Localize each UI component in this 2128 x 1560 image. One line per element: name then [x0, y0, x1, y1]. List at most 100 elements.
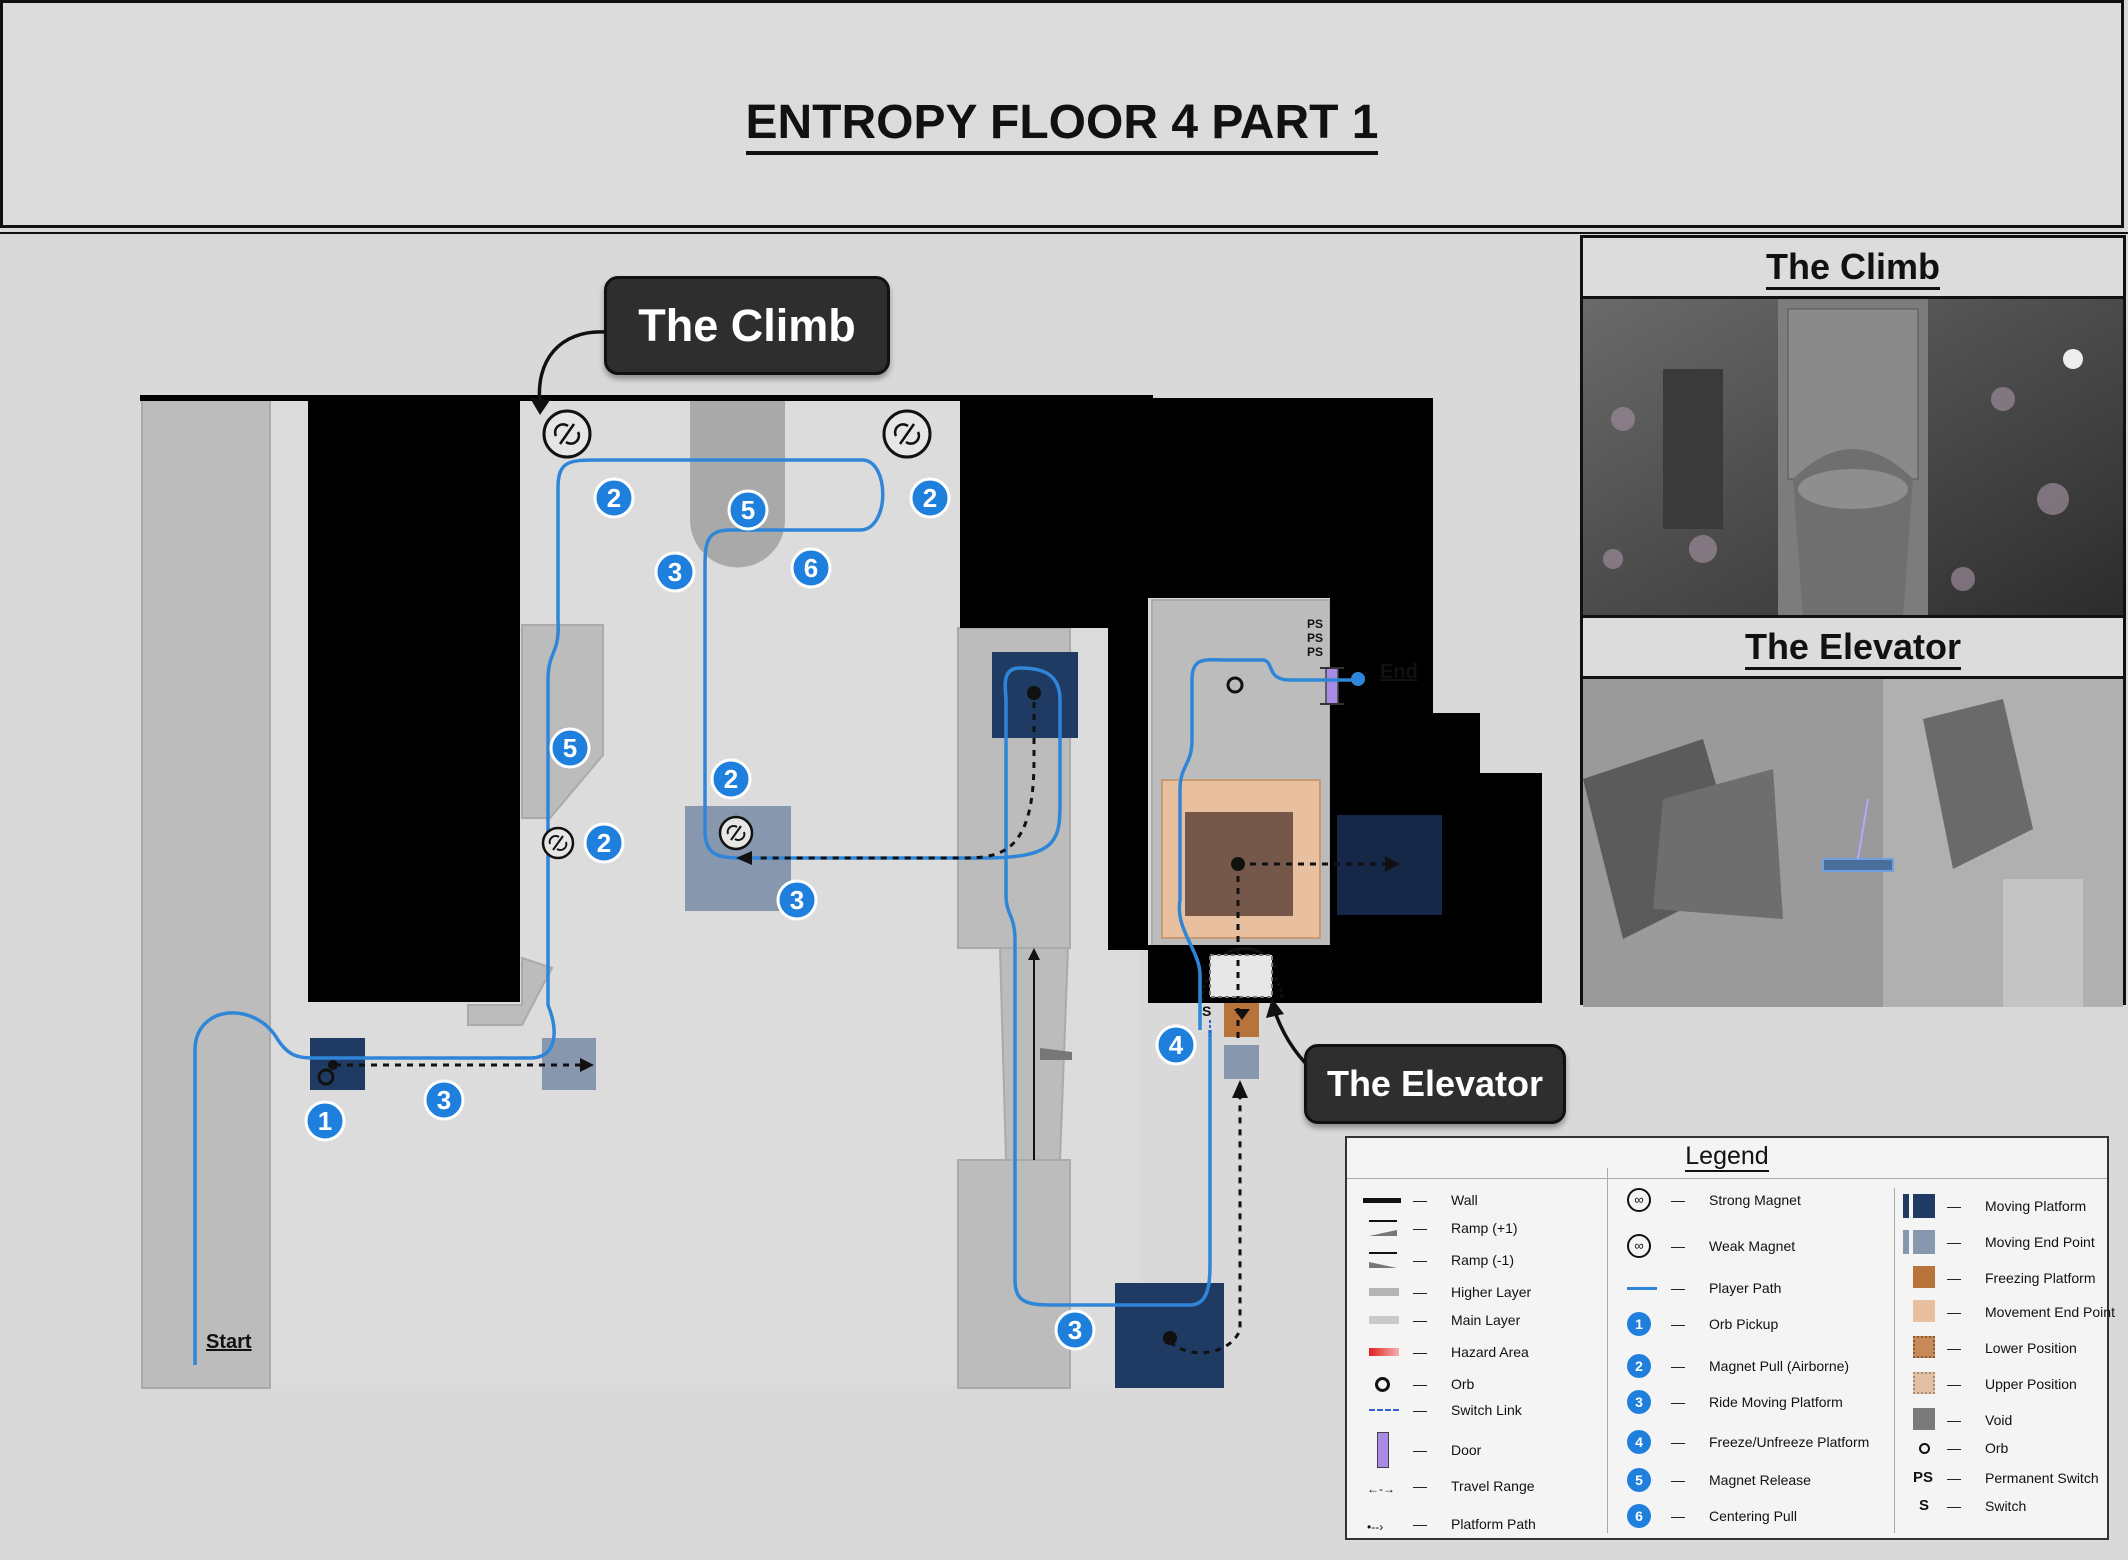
start-label: Start: [206, 1331, 252, 1353]
step-marker-number: 5: [563, 733, 577, 763]
legend-symbol: 5: [1619, 1468, 1659, 1492]
step-marker-number: 1: [318, 1106, 332, 1136]
legend-symbol: [1895, 1372, 1935, 1394]
legend-symbol: [1895, 1408, 1935, 1430]
legend-symbol: 4: [1619, 1430, 1659, 1454]
legend-label: Weak Magnet: [1709, 1238, 1796, 1254]
step-marker: 2: [593, 477, 635, 519]
climb-callout: The Climb: [604, 276, 890, 375]
legend-label: Switch Link: [1451, 1402, 1522, 1418]
step-marker-number: 3: [668, 557, 682, 587]
legend-symbol: 1: [1619, 1312, 1659, 1336]
end-door: [1325, 667, 1339, 705]
legend: Legend WallRamp (+1)Ramp (-1)Higher Laye…: [1345, 1136, 2115, 1540]
legend-label: Moving End Point: [1985, 1234, 2095, 1250]
legend-symbol: [1895, 1230, 1935, 1254]
legend-symbol: [1361, 1310, 1401, 1330]
legend-label: Movement End Point: [1985, 1304, 2115, 1320]
switch-label: S: [1202, 1003, 1211, 1019]
magnet-icon: [718, 815, 754, 851]
legend-symbol: ←-→: [1367, 1482, 1395, 1496]
step-marker-number: 4: [1169, 1030, 1184, 1060]
legend-symbol: 3: [1619, 1390, 1659, 1414]
step-marker: 1: [304, 1100, 346, 1142]
end-point: [1351, 672, 1365, 686]
legend-label: Higher Layer: [1451, 1284, 1532, 1300]
legend-label: Switch: [1985, 1498, 2027, 1514]
legend-label: Permanent Switch: [1985, 1470, 2099, 1486]
climb-panel-title: The Climb: [1583, 238, 2123, 299]
step-marker: 2: [909, 477, 951, 519]
step-marker-number: 3: [437, 1085, 451, 1115]
legend-symbol: [1619, 1278, 1659, 1298]
elevator-positions: [1200, 946, 1284, 1001]
legend-label: Freeze/Unfreeze Platform: [1709, 1434, 1870, 1450]
step-marker: 3: [1054, 1309, 1096, 1351]
legend-symbol: [1361, 1218, 1401, 1238]
legend-symbol: [1895, 1266, 1935, 1288]
elevator-screenshot: [1583, 679, 2123, 1007]
elevator-callout-text: The Elevator: [1326, 1063, 1544, 1104]
orbs: [317, 676, 1244, 1086]
step-marker: 2: [583, 822, 625, 864]
legend-label: Moving Platform: [1985, 1198, 2087, 1214]
raised-pill: [690, 400, 785, 568]
elevator-panel-title: The Elevator: [1583, 618, 2123, 679]
legend-symbol: 2: [1619, 1354, 1659, 1378]
step-marker-number: 3: [1068, 1315, 1082, 1345]
step-marker: 6: [790, 547, 832, 589]
platform-path-arrows: [328, 686, 1400, 1345]
legend-label: Ride Moving Platform: [1709, 1394, 1843, 1410]
step-marker-number: 5: [741, 495, 755, 525]
legend-label: Freezing Platform: [1985, 1270, 2096, 1286]
step-marker-number: 2: [607, 483, 621, 513]
step-marker-number: 2: [597, 828, 611, 858]
permanent-switch-label: PS: [1307, 631, 1323, 645]
magnet-icon: [541, 826, 575, 860]
legend-symbol: S: [1919, 1497, 1930, 1514]
step-marker: 5: [727, 489, 769, 531]
permanent-switch-label: PS: [1307, 617, 1323, 631]
legend-label: Centering Pull: [1709, 1508, 1797, 1524]
elevator-panel: The Elevator: [1580, 615, 2126, 1007]
orb-icon: [1919, 1443, 1930, 1454]
step-marker-number: 2: [923, 483, 937, 513]
legend-symbol: 6: [1619, 1504, 1659, 1528]
magnet-icon: ∞: [1627, 1234, 1651, 1258]
legend-symbol: ∞: [1619, 1234, 1659, 1258]
legend-symbol: [1361, 1432, 1401, 1468]
legend-symbol: [1895, 1438, 1935, 1458]
magnet-icon: [542, 409, 592, 459]
step-marker: 4: [1155, 1024, 1197, 1066]
legend-label: Orb: [1451, 1376, 1475, 1392]
legend-title: Legend: [1685, 1142, 1769, 1172]
legend-symbol: ∞: [1619, 1188, 1659, 1212]
end-label: End: [1380, 661, 1418, 683]
step-marker: 3: [776, 879, 818, 921]
legend-label: Player Path: [1709, 1280, 1782, 1296]
step-marker-number: 3: [790, 885, 804, 915]
legend-symbol: PS: [1913, 1469, 1934, 1486]
step-markers: 1 2 2 2 2 3 3 3 3 4 5 5 6: [304, 477, 1197, 1351]
legend-label: Orb Pickup: [1709, 1316, 1779, 1332]
legend-label: Magnet Release: [1709, 1472, 1811, 1488]
legend-symbol: [1361, 1250, 1401, 1270]
legend-label: Void: [1985, 1412, 2013, 1428]
step-marker: 2: [710, 758, 752, 800]
step-marker-number: 2: [724, 764, 738, 794]
legend-label: Magnet Pull (Airborne): [1709, 1358, 1850, 1374]
legend-label: Ramp (-1): [1451, 1252, 1515, 1268]
legend-symbol: [1895, 1300, 1935, 1322]
climb-screenshot: [1583, 299, 2123, 617]
legend-symbol: •--›: [1367, 1520, 1384, 1534]
legend-symbol: [1361, 1190, 1401, 1210]
climb-callout-arrow: [537, 330, 606, 406]
magnet-icon: ∞: [1627, 1188, 1651, 1212]
legend-label: Main Layer: [1451, 1312, 1521, 1328]
legend-symbol: [1361, 1282, 1401, 1302]
legend-label: Strong Magnet: [1709, 1192, 1801, 1208]
climb-callout-text: The Climb: [638, 300, 856, 351]
legend-symbol: [1895, 1336, 1935, 1358]
page-title: ENTROPY FLOOR 4 PART 1: [3, 95, 2121, 155]
legend-label: Wall: [1451, 1192, 1478, 1208]
